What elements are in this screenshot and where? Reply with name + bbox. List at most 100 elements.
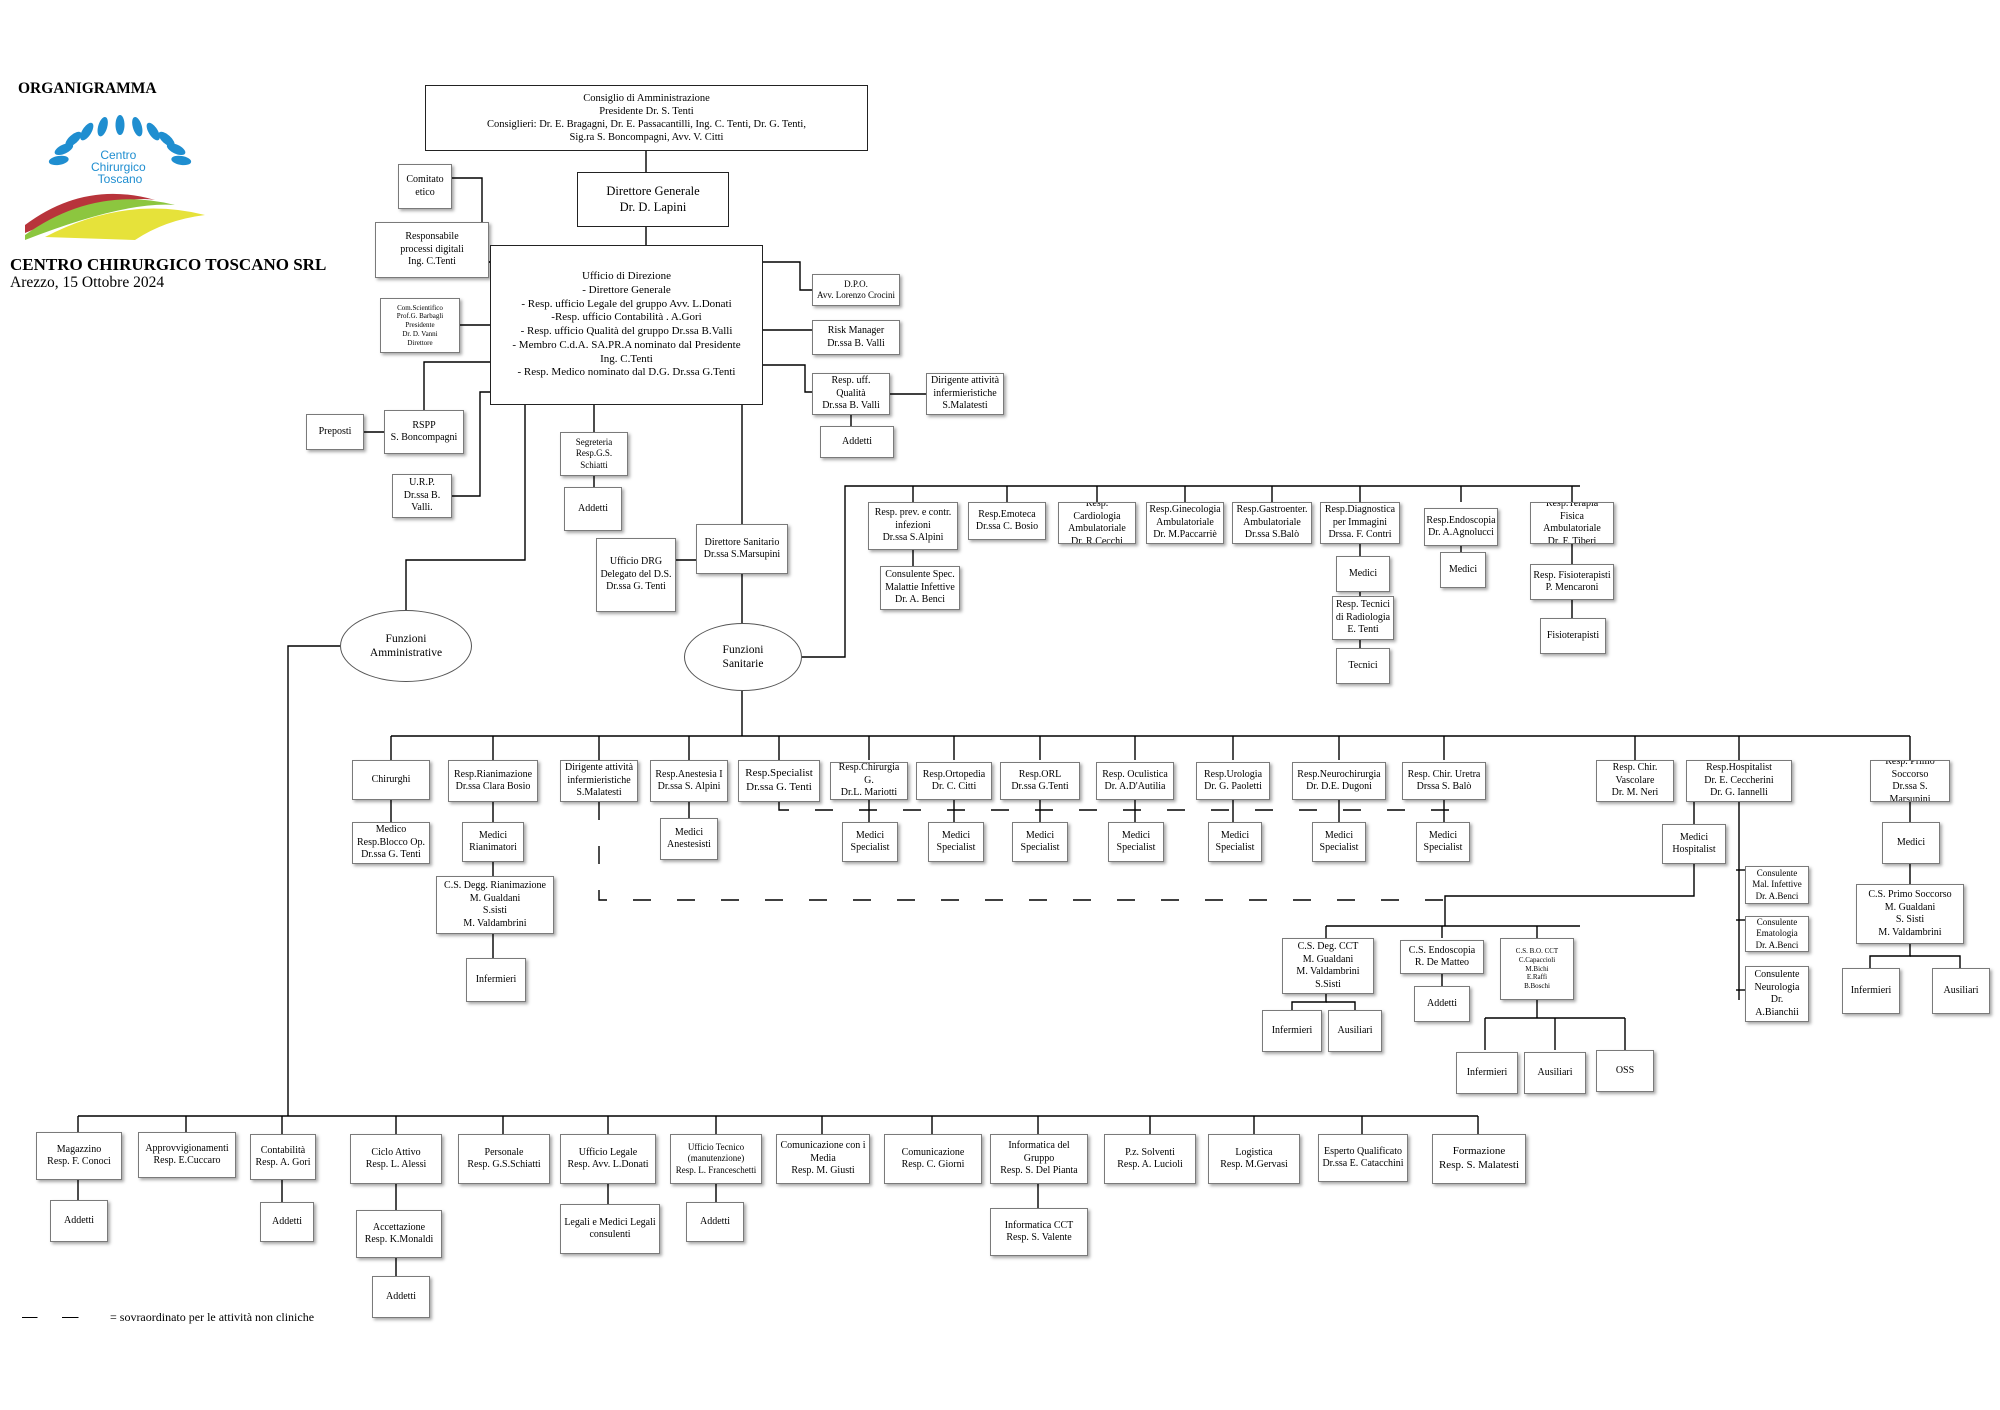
node-text: Resp.Emoteca [978, 508, 1036, 520]
node-text: Direttore Sanitario [704, 536, 780, 548]
node-medici-ps: Medici [1882, 822, 1940, 864]
node-text: Medici [1121, 829, 1151, 841]
logo-ray [171, 155, 192, 166]
connector [763, 261, 812, 291]
node-text: Ausiliari [1943, 984, 1979, 996]
node-text: Resp. Cardiologia [1073, 502, 1121, 522]
node-text: Resp. S. Del Pianta [1000, 1165, 1078, 1177]
node-text: Consulente [1756, 917, 1798, 928]
node-text: Informatica del Gruppo [1008, 1140, 1070, 1164]
node-text: M.Bichi [1525, 964, 1549, 973]
node-text: Resp.Blocco Op. [356, 836, 426, 848]
node-text: Dr.ssa G.Tenti [1011, 781, 1069, 792]
node-text: consulenti [589, 1229, 631, 1240]
logo-ray [158, 131, 175, 147]
node-text: Avv. Lorenzo Crocini [817, 290, 895, 300]
node-text: Comunicazione [901, 1146, 965, 1158]
node-addetti-qualita: Addetti [820, 426, 894, 458]
node-text: Consulente [1754, 969, 1800, 980]
node-text: Anestesisti [667, 839, 711, 850]
node-text: R. De Matteo [1414, 957, 1470, 968]
node-text: Medici [674, 826, 704, 838]
node-text: E.Raffi [1526, 973, 1548, 982]
node-text: Resp.Rianimazione [453, 768, 533, 780]
node-text: - Resp. Medico nominato dal D.G. Dr.ssa … [517, 366, 736, 379]
node-text: Consiglio di Amministrazione [583, 92, 710, 104]
node-text: Funzioni [385, 632, 427, 645]
node-text: Hospitalist [1672, 844, 1716, 855]
node-text: Addetti [578, 502, 608, 514]
node-text: infermieristiche [567, 774, 631, 786]
node-ufficio-direzione: Ufficio di Direzione- Direttore Generale… [490, 245, 763, 405]
node-text: - Membro C.d.A. SA.PR.A nominato dal Pre… [512, 338, 741, 351]
node-text: Resp. prev. e contr. [874, 507, 952, 519]
node-text: Resp. S. Valente [1006, 1232, 1072, 1243]
connector [1869, 944, 1911, 968]
node-text: infezioni [895, 519, 931, 531]
node-text: Tecnici [1348, 659, 1378, 671]
node-text: M. Gualdani [1302, 953, 1354, 965]
node-text: Resp. C. Giorni [901, 1159, 965, 1170]
logo-ray [97, 116, 108, 137]
node-chirurgia-g: Resp.Chirurgia G.Dr.L. Mariotti [830, 762, 908, 800]
node-text: Direttore Generale [606, 183, 700, 198]
node-text: Dr.ssa C. Bosio [975, 521, 1039, 532]
node-text: Resp.Gastroenter. [1236, 504, 1308, 516]
logo-ray [48, 155, 69, 166]
node-text: Ing. C.Tenti [600, 352, 653, 365]
connector [287, 645, 340, 1116]
svg-text:Centro Chirurgico Tosc: Centro Chirurgico Toscano [91, 148, 149, 186]
node-text: Infermieri [1271, 1024, 1313, 1036]
connector [423, 361, 490, 410]
node-text: Resp. Chir. [1612, 762, 1658, 774]
node-text: D.P.O. [844, 278, 868, 289]
node-text: Drssa S. Balò [1416, 781, 1472, 792]
node-text: U.R.P. [409, 477, 435, 489]
page-title: ORGANIGRAMMA [18, 80, 157, 97]
node-text: etico [415, 186, 435, 198]
node-text: Accettazione [372, 1221, 426, 1233]
logo-line-3: Toscano [98, 172, 143, 186]
node-text: Ambulatoriale [1068, 523, 1126, 534]
legend: = sovraordinato per le attività non clin… [22, 1310, 314, 1325]
node-text: Addetti [64, 1214, 94, 1226]
node-text: Dr. G. Iannelli [1710, 787, 1768, 799]
node-text: Dr.ssa S.Balò [1244, 529, 1300, 541]
node-text: - Resp. ufficio Legale del gruppo Avv. L… [521, 297, 732, 310]
node-text: B.Boschi [1524, 982, 1550, 991]
node-text: Medici [1428, 829, 1458, 841]
node-text: di Radiologia [1335, 611, 1391, 623]
node-ausiliari-ps: Ausiliari [1932, 968, 1990, 1014]
node-text: Dr.ssa B. Valli [827, 337, 885, 349]
node-text: Specialist [1116, 842, 1156, 853]
node-text: Ematologia [1756, 928, 1798, 939]
logo-ray [166, 143, 186, 156]
node-fisioterapisti: Fisioterapisti [1540, 618, 1606, 654]
company-logo: Centro Chirurgico Toscano [25, 115, 205, 240]
node-text: Drssa. F. Contri [1328, 529, 1392, 541]
logo-ray [65, 131, 82, 147]
